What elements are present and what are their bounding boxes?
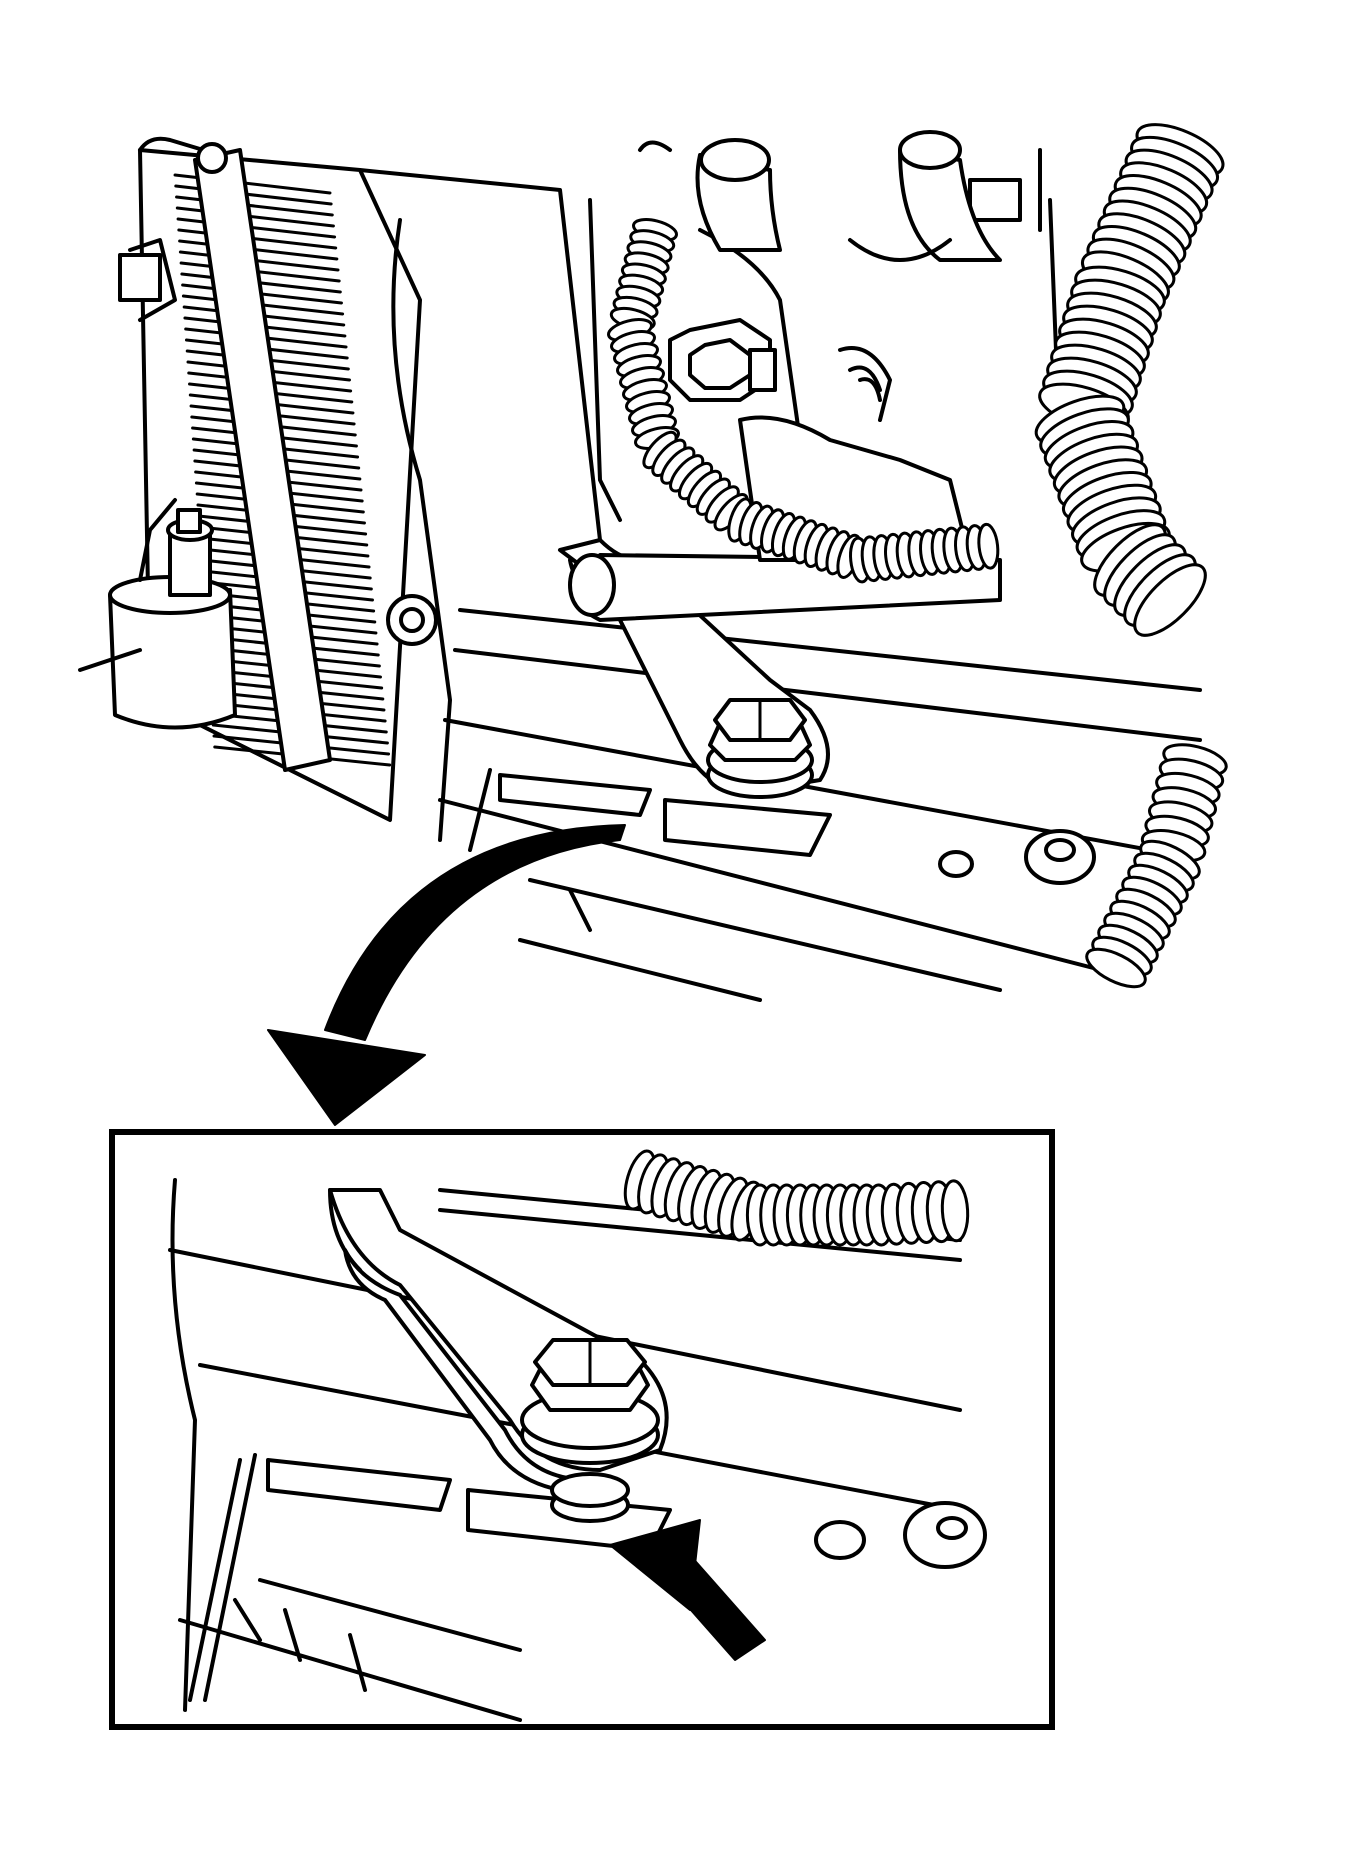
locator-arrow (267, 824, 626, 1126)
wiring-harness-detail (623, 1149, 970, 1247)
callout-arrow (609, 1519, 766, 1661)
hex-bolt (706, 698, 814, 799)
engine-bracket (588, 148, 1062, 562)
wiring-loom-lower (1085, 743, 1228, 989)
upper-hoses (638, 130, 1002, 262)
wiring-harness (607, 218, 1000, 584)
shroud-panel (358, 168, 622, 842)
spacer-plates (468, 768, 832, 857)
receiver-drier (78, 498, 237, 730)
radiator-upright-tube (193, 142, 332, 772)
detail-inset (109, 1129, 1055, 1730)
main-view (78, 123, 1228, 1002)
wiring-loom-large (1034, 123, 1225, 637)
